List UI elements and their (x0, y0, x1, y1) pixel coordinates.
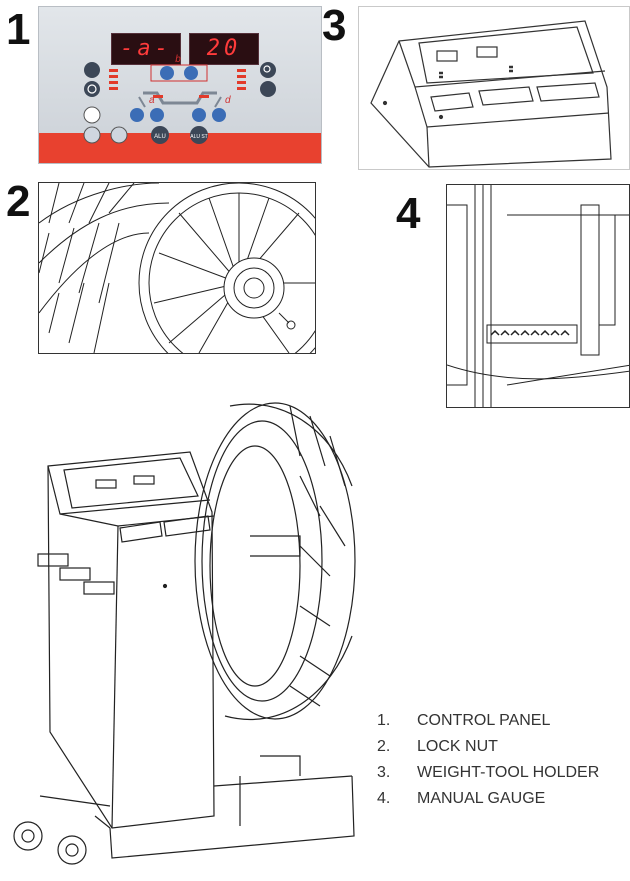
parts-legend: 1. CONTROL PANEL 2. LOCK NUT 3. WEIGHT-T… (377, 708, 599, 812)
callout-1: 1 (6, 5, 31, 54)
callout-2: 2 (6, 177, 31, 226)
search-icon (260, 62, 276, 78)
arrow-down-button (160, 66, 174, 80)
legend-label: LOCK NUT (417, 738, 498, 755)
alu-button (151, 126, 169, 144)
legend-index: 4. (377, 790, 391, 807)
display-left: -a- (111, 33, 181, 65)
dim-d-label: d (225, 95, 231, 106)
alu-st-label: ALU ST (190, 134, 208, 140)
callout-4: 4 (396, 189, 421, 238)
weight-tool-holder-image (358, 6, 630, 170)
alu-label: ALU (154, 134, 166, 140)
castor-wheels (13, 821, 87, 865)
precision-icon (260, 81, 276, 97)
led-bar-right (237, 69, 246, 90)
arrow-up-button-3 (212, 108, 226, 122)
display-right: 20 (189, 33, 259, 65)
menu-icon (83, 106, 101, 124)
dynamic-button (110, 126, 128, 144)
tread-pattern (39, 183, 135, 353)
lock-nut-hub (243, 277, 265, 299)
lock-nut-image (38, 182, 316, 354)
legend-index: 3. (377, 764, 391, 781)
legend-label: MANUAL GAUGE (417, 790, 546, 807)
wheel-balancer-drawing (0, 396, 360, 881)
legend-item: 1. CONTROL PANEL (377, 708, 599, 734)
legend-index: 2. (377, 738, 391, 755)
callout-3: 3 (322, 1, 347, 50)
manual-gauge-image (446, 184, 630, 408)
led-bar-left (109, 69, 118, 90)
control-panel-image: -a- 20 ALU AL (38, 6, 322, 164)
wheel-icon (84, 81, 100, 97)
legend-label: CONTROL PANEL (417, 712, 551, 729)
arrow-down-button-2 (130, 108, 144, 122)
legend-item: 3. WEIGHT-TOOL HOLDER (377, 760, 599, 786)
dim-a-label: a (149, 95, 155, 106)
legend-label: WEIGHT-TOOL HOLDER (417, 764, 600, 781)
arrow-up-button-2 (150, 108, 164, 122)
set-icon (83, 126, 101, 144)
legend-item: 4. MANUAL GAUGE (377, 786, 599, 812)
arrow-down-button-3 (192, 108, 206, 122)
tyre (194, 402, 356, 721)
user-icon (84, 62, 100, 78)
gauge-scale-ticks (490, 329, 570, 336)
holder-trays (119, 515, 211, 543)
dim-b-label: b (175, 54, 181, 65)
alu-st-button (190, 126, 208, 144)
legend-item: 2. LOCK NUT (377, 734, 599, 760)
arrow-up-button (184, 66, 198, 80)
legend-index: 1. (377, 712, 391, 729)
weight-pins (37, 553, 115, 595)
